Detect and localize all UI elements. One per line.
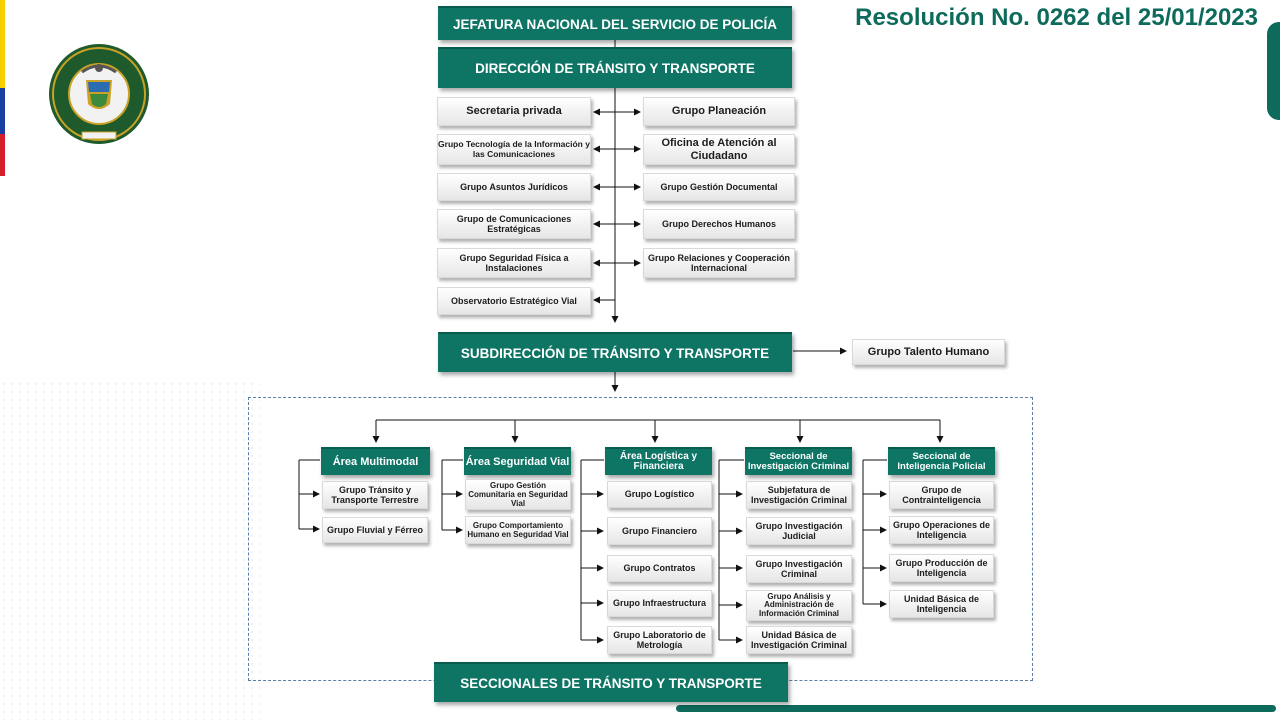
background-dot-pattern xyxy=(0,380,260,720)
bottom-bar-decoration xyxy=(676,705,1276,712)
side-tab-decoration xyxy=(1267,22,1280,120)
right-group-box: Grupo Relaciones y Cooperación Internaci… xyxy=(643,248,795,278)
direccion-box: DIRECCIÓN DE TRÁNSITO Y TRANSPORTE xyxy=(438,47,792,88)
flag-yellow-stripe xyxy=(0,0,5,88)
area-item-box: Grupo Investigación Criminal xyxy=(746,555,852,583)
flag-red-stripe xyxy=(0,134,5,176)
area-item-box: Grupo Financiero xyxy=(607,517,712,545)
resolution-title: Resolución No. 0262 del 25/01/2023 xyxy=(855,4,1258,31)
area-item-box: Grupo Producción de Inteligencia xyxy=(889,554,994,582)
right-group-box: Grupo Derechos Humanos xyxy=(643,209,795,239)
area-item-box: Grupo Infraestructura xyxy=(607,590,712,617)
left-group-box: Grupo de Comunicaciones Estratégicas xyxy=(437,209,591,239)
area-item-box: Subjefatura de Investigación Criminal xyxy=(746,481,852,509)
flag-blue-stripe xyxy=(0,88,5,134)
area-item-box: Grupo Contratos xyxy=(607,555,712,582)
area-header: Seccional de Inteligencia Policial xyxy=(888,447,995,475)
area-header: Área Logística y Financiera xyxy=(605,447,712,475)
area-item-box: Grupo Gestión Comunitaria en Seguridad V… xyxy=(465,479,571,510)
area-item-box: Grupo de Contrainteligencia xyxy=(889,481,994,509)
left-group-box: Observatorio Estratégico Vial xyxy=(437,287,591,315)
jefatura-box: JEFATURA NACIONAL DEL SERVICIO DE POLICÍ… xyxy=(438,6,792,40)
area-item-box: Grupo Tránsito y Transporte Terrestre xyxy=(322,481,428,509)
left-group-box: Secretaria privada xyxy=(437,97,591,126)
area-item-box: Unidad Básica de Investigación Criminal xyxy=(746,626,852,654)
area-header: Seccional de Investigación Criminal xyxy=(745,447,852,475)
police-seal-logo xyxy=(46,42,152,146)
left-group-box: Grupo Asuntos Jurídicos xyxy=(437,173,591,201)
area-item-box: Grupo Comportamiento Humano en Seguridad… xyxy=(465,516,571,544)
area-item-box: Grupo Investigación Judicial xyxy=(746,517,852,545)
area-header: Área Seguridad Vial xyxy=(464,447,571,475)
talento-humano-box: Grupo Talento Humano xyxy=(852,339,1005,365)
left-group-box: Grupo Seguridad Física a Instalaciones xyxy=(437,248,591,278)
area-item-box: Unidad Básica de Inteligencia xyxy=(889,590,994,618)
area-header: Área Multimodal xyxy=(321,447,430,475)
right-group-box: Grupo Gestión Documental xyxy=(643,173,795,201)
right-group-box: Grupo Planeación xyxy=(643,97,795,126)
area-item-box: Grupo Fluvial y Férreo xyxy=(322,517,428,543)
area-item-box: Grupo Logístico xyxy=(607,481,712,508)
area-item-box: Grupo Análisis y Administración de Infor… xyxy=(746,590,852,621)
seccionales-box: SECCIONALES DE TRÁNSITO Y TRANSPORTE xyxy=(434,662,788,702)
left-group-box: Grupo Tecnología de la Información y las… xyxy=(437,134,591,165)
right-group-box: Oficina de Atención al Ciudadano xyxy=(643,134,795,165)
subdireccion-box: SUBDIRECCIÓN DE TRÁNSITO Y TRANSPORTE xyxy=(438,332,792,372)
area-item-box: Grupo Operaciones de Inteligencia xyxy=(889,516,994,544)
area-item-box: Grupo Laboratorio de Metrología xyxy=(607,626,712,654)
